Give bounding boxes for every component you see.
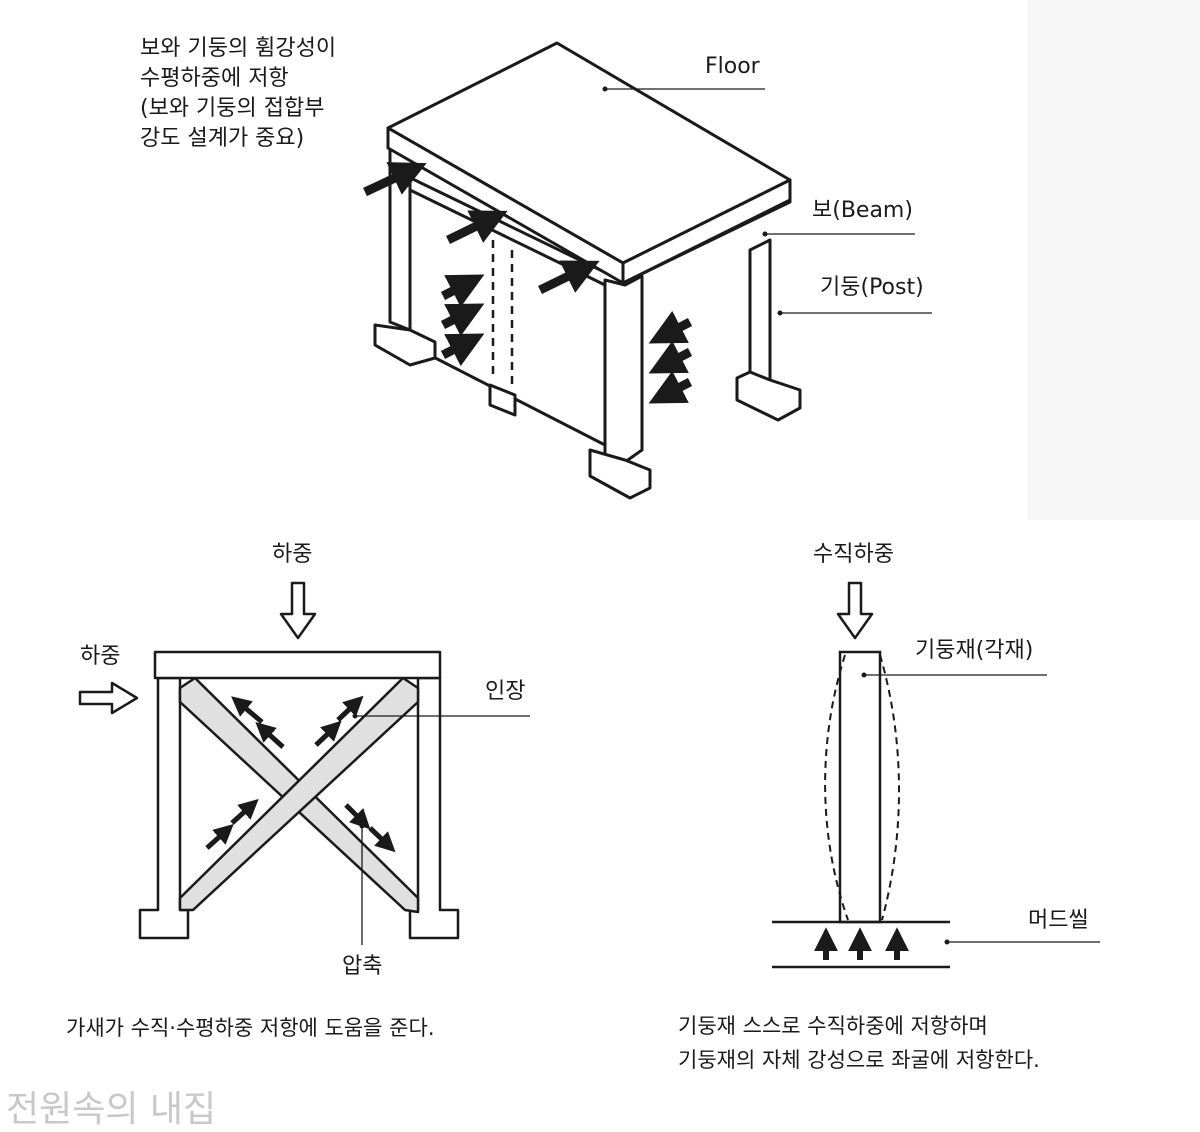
column-caption-line-1: 기둥재 스스로 수직하중에 저항하며 — [678, 1014, 988, 1038]
label-load-side: 하중 — [80, 644, 121, 669]
brace-caption: 가새가 수직·수평하중 저항에 도움을 준다. — [66, 1016, 435, 1040]
brace-force-arrows — [205, 695, 396, 853]
column-figure — [772, 581, 1100, 969]
top-note: 보와 기둥의 휨강성이 수평하중에 저항 (보와 기둥의 접합부 강도 설계가 … — [140, 34, 336, 154]
label-post: 기둥(Post) — [820, 275, 924, 300]
note-line: (보와 기둥의 접합부 — [140, 96, 325, 121]
frame-3d — [373, 41, 802, 500]
right-post-foot — [735, 370, 802, 422]
front-post-foot — [588, 448, 652, 500]
note-line: 수평하중에 저항 — [140, 66, 289, 91]
label-tension: 인장 — [485, 679, 526, 704]
left-post-foot — [373, 323, 437, 367]
lateral-load-arrows — [363, 162, 693, 404]
note-line: 강도 설계가 중요) — [140, 126, 305, 151]
right-post — [748, 238, 772, 394]
leaders-top — [605, 88, 932, 314]
brace-load-arrows — [78, 581, 317, 715]
label-compression: 압축 — [342, 954, 383, 979]
label-load-top: 하중 — [272, 542, 313, 567]
label-beam: 보(Beam) — [812, 198, 913, 223]
label-column: 기둥재(각재) — [915, 638, 1034, 663]
label-sill: 머드씰 — [1028, 908, 1089, 933]
note-line: 보와 기둥의 휨강성이 — [140, 36, 337, 61]
floor-edge-right — [621, 178, 792, 285]
side-panel — [1027, 0, 1200, 520]
mid-foot — [488, 383, 517, 417]
column-caption-line-2: 기둥재의 자체 강성으로 좌굴에 저항한다. — [678, 1048, 1040, 1072]
label-floor: Floor — [705, 54, 760, 79]
watermark: 전원속의 내집 — [6, 1089, 217, 1130]
front-post — [603, 274, 644, 464]
label-vertical-load: 수직하중 — [813, 542, 894, 567]
brace-frame — [138, 650, 460, 940]
